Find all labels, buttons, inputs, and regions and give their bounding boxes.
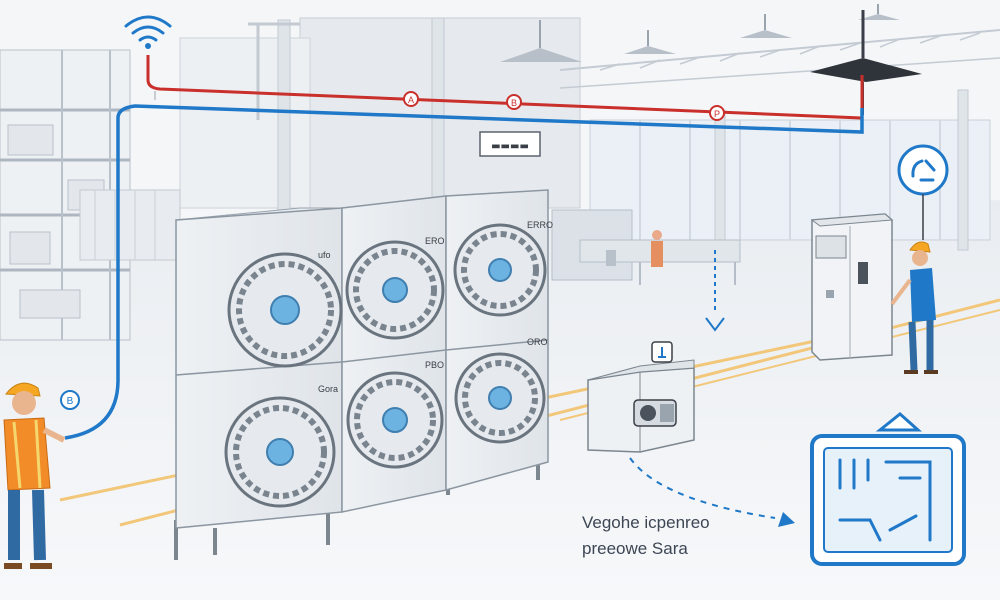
- svg-text:▬▬▬▬: ▬▬▬▬: [491, 141, 529, 152]
- svg-text:A: A: [408, 95, 414, 105]
- fan-2: [345, 240, 445, 340]
- unit-label-5: PBO: [425, 360, 444, 370]
- indoor-unit: [587, 359, 695, 453]
- info-tag-icon[interactable]: [651, 341, 673, 363]
- svg-text:B: B: [511, 98, 517, 108]
- caption-line-1: Vegohe icpenreo: [582, 513, 710, 532]
- background-equipment: [551, 209, 741, 285]
- control-cabinet: [810, 213, 894, 361]
- fan-1: [227, 252, 343, 368]
- storage-shelves: [0, 49, 181, 341]
- svg-text:B: B: [67, 396, 74, 407]
- map-panel-icon[interactable]: [810, 412, 966, 566]
- caption: Vegohe icpenreo preeowe Sara: [582, 510, 782, 562]
- worker-right: [890, 241, 938, 374]
- wall-sign: ▬▬▬▬: [479, 131, 541, 157]
- unit-label-1: ufo: [318, 250, 331, 260]
- network-lines: [64, 55, 864, 440]
- unit-label-4: Gora: [318, 384, 338, 394]
- fan-3: [453, 223, 547, 317]
- worker-marker[interactable]: B: [60, 390, 80, 410]
- svg-text:P: P: [714, 109, 720, 119]
- unit-label-2: ERO: [425, 236, 445, 246]
- worker-left: [3, 382, 66, 569]
- recycle-icon[interactable]: [897, 144, 949, 240]
- line-marker-blue-1[interactable]: P: [709, 105, 725, 121]
- unit-label-3: ERRO: [527, 220, 553, 230]
- flow-arrows: [629, 250, 795, 527]
- unit-labels: ufo ERO ERRO Gora PBO ORO: [318, 220, 553, 394]
- fan-5: [346, 371, 444, 469]
- fan-4: [224, 396, 336, 508]
- fan-6: [454, 352, 546, 444]
- unit-label-6: ORO: [527, 337, 548, 347]
- line-marker-red-1[interactable]: A: [403, 91, 419, 107]
- line-marker-red-2[interactable]: B: [506, 94, 522, 110]
- caption-line-2: preeowe Sara: [582, 539, 688, 558]
- wifi-icon: [124, 15, 172, 49]
